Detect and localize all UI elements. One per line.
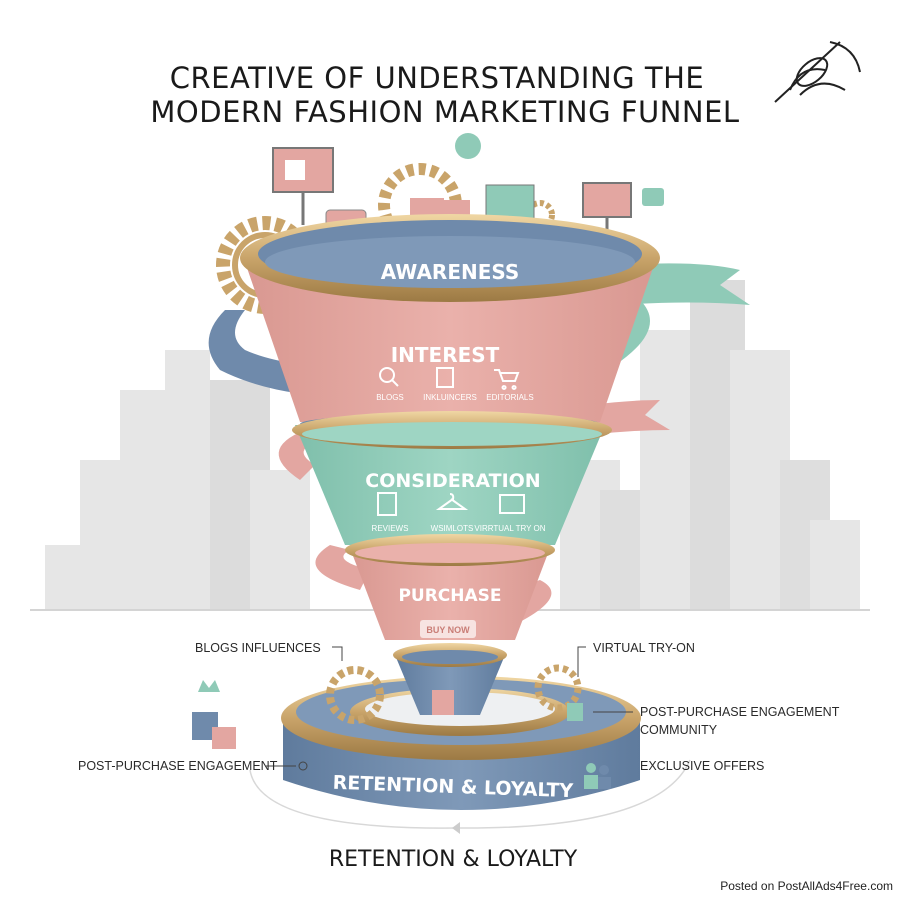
callout-exclusive-offers: EXCLUSIVE OFFERS [640,759,764,773]
callout-post-purchase-right-1: POST-PURCHASE ENGAGEMENT [640,705,840,719]
review-icon [377,492,397,516]
callout-virtual-try-on: VIRTUAL TRY-ON [593,641,695,655]
pink-ribbon-lower [315,545,552,640]
billboard-icon [582,182,632,245]
interest-label: INTEREST [391,343,500,367]
footer-label: RETENTION & LOYALTY [329,847,578,872]
title-line-2: MODERN FASHION MARKETING FUNNEL [150,95,739,129]
chat-bubble-icon [455,133,481,159]
buy-now-button[interactable]: BUY NOW [420,620,476,638]
gear-icon [534,664,582,712]
title-line-1: CREATIVE OF UNDERSTANDING THE [170,61,704,95]
cart-icon [494,369,520,390]
shopping-bag-icon [432,690,454,715]
city-skyline [30,280,870,611]
consideration-item-wishlists: WSIMLOTS [431,524,474,533]
callout-blogs-influences: BLOGS INFLUENCES [195,641,321,655]
pink-ribbon-right [590,400,670,435]
interest-cone [245,262,655,422]
tablet-icon [436,367,454,388]
consideration-cone [295,425,605,545]
gear-icon [326,666,384,724]
heart-tag-icon [567,703,583,721]
callout-post-purchase-left: POST-PURCHASE ENGAGEMENT [78,759,278,773]
consideration-label: CONSIDERATION [365,470,540,492]
consideration-item-reviews: REVIEWS [372,524,409,533]
callout-post-purchase-right-2: COMMUNITY [640,723,718,737]
interest-item-influencers: INKLUINCERS [423,393,477,402]
search-icon [379,367,399,387]
people-icon [584,763,611,789]
billboard-icon [272,147,334,225]
retention-cone [395,655,505,715]
gift-crown-icon [192,680,236,749]
virtual-try-on-icon [499,494,525,514]
watermark: Posted on PostAllAds4Free.com [717,878,896,894]
interest-item-editorials: EDITORIALS [486,393,533,402]
hanger-icon [435,493,469,510]
needle-thread-icon [774,41,861,103]
teal-ribbon [620,263,750,305]
purchase-label: PURCHASE [398,586,501,606]
chat-icon [642,188,664,206]
interest-item-blogs: BLOGS [376,393,404,402]
purchase-cone [350,548,550,640]
awareness-label: AWARENESS [381,260,520,284]
consideration-item-virtual-try-on: VIRRTUAL TRY ON [474,524,545,533]
buy-now-label[interactable]: BUY NOW [426,625,470,635]
